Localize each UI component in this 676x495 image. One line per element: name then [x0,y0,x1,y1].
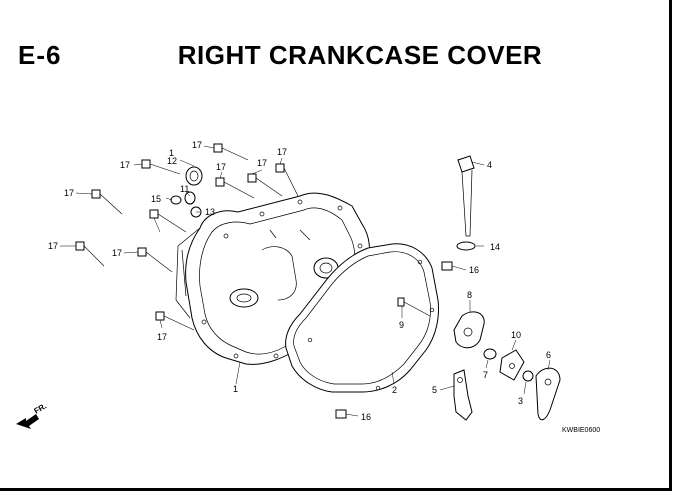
callout-17-d: 17 [48,241,58,251]
callout-10: 10 [511,330,521,340]
callout-1-cover: 1 [233,384,238,394]
callout-7: 7 [483,370,488,380]
leader-lines [60,145,551,417]
callout-17-h: 17 [257,158,267,168]
bracket-10 [499,349,525,381]
callout-17-c: 17 [64,188,74,198]
dowel-pin-16b [335,409,347,419]
callout-6: 6 [546,350,551,360]
dowel-pin-16a [441,261,453,271]
cap-12 [185,166,203,186]
illustration-code: KWBIE0600 [562,427,600,434]
shaft-9 [397,297,431,317]
callout-13: 13 [205,207,215,217]
page-title: RIGHT CRANKCASE COVER [177,40,543,70]
bolt-17b [213,143,249,161]
collar-7 [483,348,497,360]
bolt-17c [91,189,123,215]
callout-11: 11 [180,184,189,194]
callout-16-bottom: 16 [361,412,371,422]
callout-5: 5 [432,385,437,395]
callout-14: 14 [490,242,500,252]
callout-17-g: 17 [216,162,226,172]
bolt-17i [247,173,283,197]
front-direction-arrow: FR. [16,401,48,429]
section-code: E-6 [18,40,62,70]
plate-6 [535,367,561,421]
callout-17-a: 17 [120,160,130,170]
washer-3 [522,370,534,382]
callout-3: 3 [518,396,523,406]
callouts: 1 1 2 3 4 5 6 7 8 9 10 11 13 12 14 15 16… [48,140,551,422]
callout-2: 2 [392,385,397,395]
callout-17-b: 17 [192,140,202,150]
callout-9: 9 [399,320,404,330]
lever-5 [453,369,473,421]
callout-17-i: 17 [277,147,287,157]
callout-16-top: 16 [469,265,479,275]
oring-11 [184,191,196,205]
bolt-17e [75,241,105,267]
dipstick-4 [457,155,475,237]
plug-15 [170,195,182,205]
callout-1: 1 [169,148,174,158]
callout-4: 4 [487,160,492,170]
bolt-17f [137,247,173,273]
oring-14 [456,241,476,251]
callout-15: 15 [151,194,161,204]
callout-12: 12 [167,156,177,166]
callout-17-f: 17 [157,332,167,342]
bolt-17j [275,163,299,197]
arm-8 [453,311,485,349]
callout-17-e: 17 [112,248,122,258]
cover-gasket [285,243,439,393]
front-label: FR. [33,401,49,415]
callout-8: 8 [467,290,472,300]
